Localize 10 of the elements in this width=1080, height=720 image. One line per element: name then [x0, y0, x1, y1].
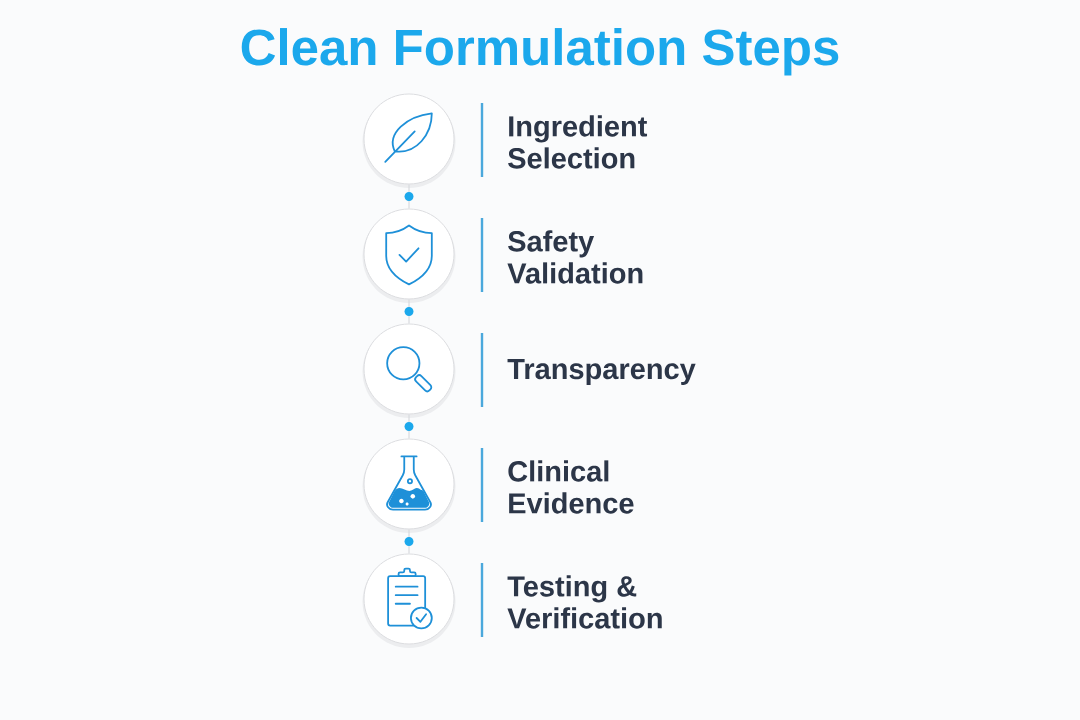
step-label: Clinical Evidence	[508, 460, 634, 514]
connector-line	[404, 528, 414, 555]
connector-line	[404, 298, 414, 325]
connector-line	[404, 413, 414, 440]
title: Clean Formulation Steps	[241, 28, 839, 76]
step-label: Ingredient Selection	[508, 115, 648, 169]
connector-line	[404, 183, 414, 210]
step-label: Testing & Verification	[507, 575, 662, 629]
step-label: Safety Validation	[507, 230, 643, 284]
step-label: Transparency	[507, 359, 696, 385]
